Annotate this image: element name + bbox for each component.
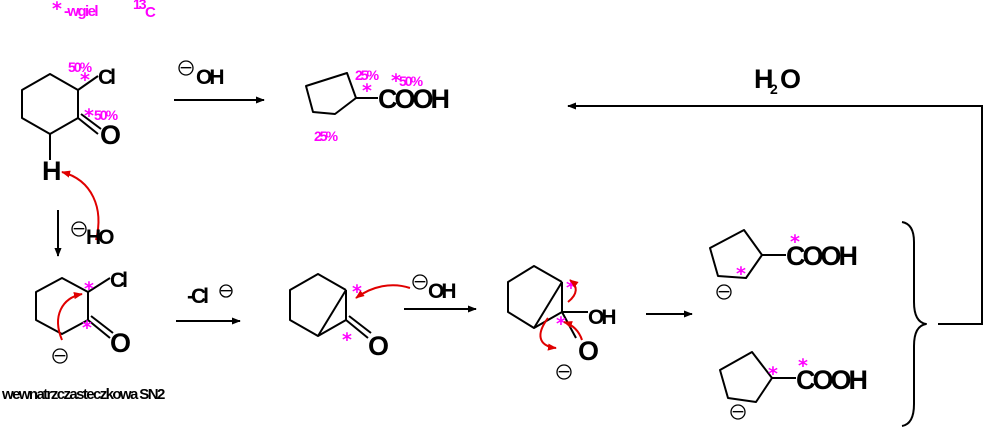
h-atom: H <box>42 156 60 186</box>
pct-label: 25% <box>314 128 339 144</box>
cyclopentane-ring <box>709 229 763 279</box>
chlorocyclohexanone: Cl O H 50% * * 50% <box>21 59 123 186</box>
label-star: * <box>82 317 92 339</box>
o-atom: O <box>100 120 120 150</box>
tetrahedral-intermediate: OH O − * * <box>507 265 693 382</box>
legend-text: -wgiel <box>64 3 98 20</box>
label-star: * <box>84 105 94 127</box>
return-arrow <box>567 102 983 325</box>
charge-sign: − <box>219 281 233 301</box>
cyclopropane-bond <box>533 281 563 329</box>
o-atom: O <box>368 331 388 361</box>
curly-arrow <box>61 170 100 241</box>
carbonyl-bond <box>345 319 369 339</box>
hydroxide-reagent: OH <box>196 66 223 89</box>
reaction-arrow-sn2: -Cl − <box>176 281 241 325</box>
minus-charge-icon <box>52 348 68 364</box>
charge-sign: − <box>179 58 193 78</box>
carbonyl-bond <box>87 319 111 339</box>
charge-sign: − <box>717 282 731 302</box>
curly-arrow <box>539 317 557 351</box>
charge-sign: − <box>557 362 571 382</box>
cyclopentane-ring <box>305 72 357 115</box>
o-atom: O <box>578 336 598 366</box>
minus-charge-icon <box>178 60 194 76</box>
leaving-group: -Cl <box>187 285 208 308</box>
cooh-group: COOH <box>378 84 449 114</box>
cooh-group: COOH <box>796 365 867 395</box>
bicyclic-cyclopropanone: O * * <box>289 273 411 361</box>
cl-atom: Cl <box>98 66 115 89</box>
charge-sign: − <box>53 346 67 366</box>
label-star: * <box>352 281 362 303</box>
label-star: * <box>566 277 576 299</box>
deprotonation-step: − HO <box>54 170 117 257</box>
minus-charge-icon <box>412 274 428 290</box>
carbonyl-bond-2 <box>90 315 114 334</box>
label-star: * <box>362 80 372 102</box>
water-o: O <box>780 64 800 94</box>
cyclopentane-ring <box>719 351 773 403</box>
carbanion-product-b: COOH * * − <box>719 351 870 422</box>
curly-arrow <box>57 292 83 341</box>
label-star: * <box>556 313 566 335</box>
minus-charge-icon <box>71 221 87 237</box>
curly-arrow <box>355 284 411 299</box>
label-star: * <box>798 355 808 377</box>
isotope-legend: * -wgiel 13 C <box>52 0 158 21</box>
cooh-group: COOH <box>786 241 857 271</box>
curly-arrow <box>563 321 583 341</box>
pct-label: 50% <box>68 59 93 75</box>
minus-charge-icon <box>556 364 572 380</box>
legend-star: * <box>52 0 62 20</box>
label-star: * <box>790 231 800 253</box>
minus-charge-icon <box>716 284 732 300</box>
label-star: * <box>736 263 746 285</box>
label-star: * <box>342 329 352 351</box>
minus-charge-icon <box>730 404 746 420</box>
curly-arrow <box>567 279 579 303</box>
water-h: H <box>754 64 772 94</box>
legend-element: C <box>145 4 156 21</box>
o-atom: O <box>110 328 130 358</box>
cl-atom: Cl <box>110 269 127 292</box>
pct-label: 50% <box>399 73 424 89</box>
cyclohexane-ring <box>21 73 79 135</box>
pct-label: 25% <box>355 67 380 83</box>
oh-group: OH <box>588 306 615 329</box>
carbonyl-bond-2 <box>348 315 372 334</box>
label-star: * <box>84 278 94 300</box>
carbonyl-bond-2 <box>80 113 102 130</box>
cyclopentanecarboxylic-acid: COOH 25% * 50% * 25% <box>305 67 452 144</box>
charge-sign: − <box>731 402 745 422</box>
pct-label: 50% <box>94 107 119 123</box>
sn2-caption: wewnatrzczasteczkowa SN2 <box>1 386 165 403</box>
water-subscript: 2 <box>770 81 778 97</box>
label-star: * <box>768 363 778 385</box>
reaction-arrow-attack: − OH <box>404 272 477 313</box>
carbanion-product-a: COOH * * − <box>709 229 860 302</box>
charge-sign: − <box>72 219 86 239</box>
water-formed: HO <box>86 226 114 249</box>
reaction-arrow-top: − OH <box>174 58 265 104</box>
cyclopropane-bond <box>317 289 347 337</box>
hydrolysis-step: H 2 O <box>567 64 983 325</box>
label-star: * <box>391 70 401 92</box>
charge-sign: − <box>413 272 427 292</box>
c-cl-bond <box>87 277 111 293</box>
carbonyl-bond <box>77 117 99 135</box>
minus-charge-icon <box>219 284 233 298</box>
carbanion-intermediate: Cl O * * − <box>35 269 133 366</box>
c-cl-bond <box>77 75 99 91</box>
hydroxide-reagent: OH <box>428 280 455 303</box>
right-brace <box>901 221 927 427</box>
label-star: * <box>80 69 90 91</box>
